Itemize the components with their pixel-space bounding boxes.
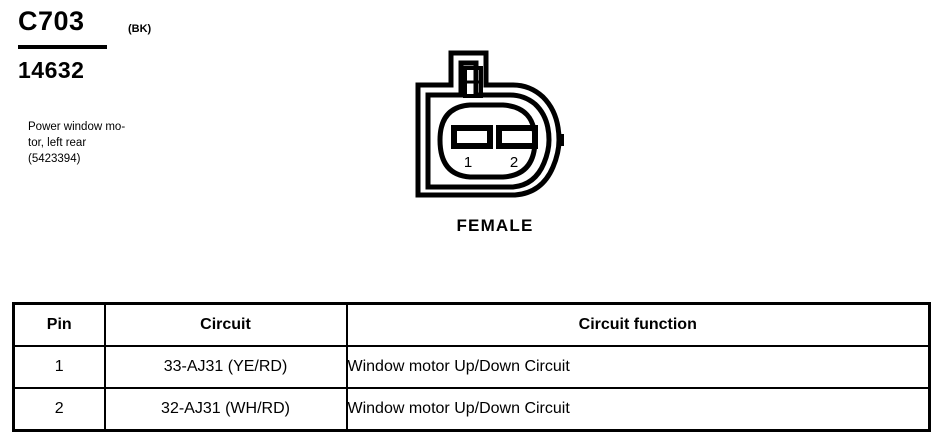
connector-code-row: C703 (BK) <box>18 6 248 49</box>
table-row: 1 33-AJ31 (YE/RD) Window motor Up/Down C… <box>12 345 931 389</box>
connector-part-number: 14632 <box>18 57 85 83</box>
description-line-3: (5423394) <box>28 153 81 165</box>
pin-table-container: Pin Circuit Circuit function 1 33-AJ31 (… <box>12 302 931 432</box>
column-header-circuit-function: Circuit function <box>345 302 931 347</box>
cell-circuit-function: Window motor Up/Down Circuit <box>345 345 931 389</box>
pin-number-1: 1 <box>464 154 472 171</box>
code-underline-rule <box>18 45 107 49</box>
description-line-1: Power window mo- <box>28 121 126 133</box>
column-header-circuit: Circuit <box>103 302 348 347</box>
cell-circuit-function: Window motor Up/Down Circuit <box>345 387 931 432</box>
cell-pin: 1 <box>12 345 106 389</box>
description-line-2: tor, left rear <box>28 137 87 149</box>
table-header-row: Pin Circuit Circuit function <box>12 302 931 347</box>
connector-middle-shell <box>425 60 552 190</box>
connector-identification-block: C703 (BK) 14632 Power window mo- tor, le… <box>18 6 248 165</box>
cell-pin: 2 <box>12 387 106 432</box>
pin-slot-2 <box>496 125 538 149</box>
table-row: 2 32-AJ31 (WH/RD) Window motor Up/Down C… <box>12 387 931 432</box>
connector-face-drawing: 1 2 <box>415 50 564 198</box>
connector-code: C703 <box>18 6 85 36</box>
pin-number-2: 2 <box>510 154 518 171</box>
connector-figure: 1 2 FEMALE <box>395 35 595 250</box>
column-header-pin: Pin <box>12 302 106 347</box>
connector-gender-label: FEMALE <box>456 216 534 235</box>
cell-circuit: 33-AJ31 (YE/RD) <box>103 345 348 389</box>
pin-slot-1 <box>451 125 493 149</box>
pin-assignment-table: Pin Circuit Circuit function 1 33-AJ31 (… <box>12 302 931 432</box>
cell-circuit: 32-AJ31 (WH/RD) <box>103 387 348 432</box>
connector-color-code: (BK) <box>128 23 152 35</box>
connector-description: Power window mo- tor, left rear (5423394… <box>28 119 238 167</box>
connector-keying-nub <box>558 134 564 146</box>
